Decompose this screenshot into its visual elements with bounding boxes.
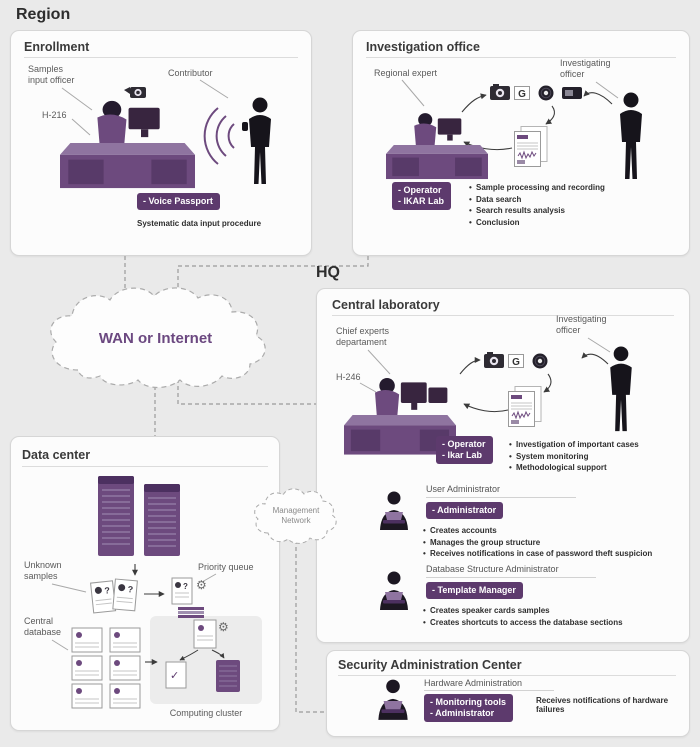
template-manager-badge: - Template Manager	[426, 582, 523, 599]
g-device-icon: G	[508, 354, 524, 368]
contributor-with-phone-illustration	[203, 97, 271, 184]
report-documents-icon	[514, 126, 548, 167]
region-title: Region	[16, 6, 71, 23]
disc-icon	[532, 353, 548, 369]
hq-title: HQ	[316, 264, 340, 281]
operator-ikar-badge: - Operator - IKAR Lab	[392, 182, 451, 210]
security-note: Receives notifications of hardware failu…	[536, 696, 669, 714]
management-cloud-label: Management Network	[272, 506, 320, 525]
investigating-officer-illustration	[620, 92, 642, 179]
recording-devices-icons: G	[490, 84, 582, 101]
investigation-title: Investigation office	[366, 40, 480, 54]
lab-investigating-officer-label: Investigating officer	[556, 314, 607, 335]
user-admin-bullet-list: Creates accounts Manages the group struc…	[422, 526, 678, 561]
svg-text:G: G	[518, 89, 526, 100]
bullet-item: Data search	[468, 195, 683, 206]
camera-device-icon	[484, 352, 504, 368]
security-panel	[326, 650, 690, 737]
bullet-item: Conclusion	[468, 218, 683, 229]
lab-devices-icons: G	[484, 352, 548, 369]
bullet-item: System monitoring	[508, 452, 683, 463]
central-lab-rule	[332, 315, 674, 316]
svg-text:?: ?	[104, 585, 111, 596]
regional-expert-desk-illustration	[386, 113, 488, 180]
central-lab-title: Central laboratory	[332, 298, 440, 312]
enrollment-caption: Systematic data input procedure	[137, 219, 262, 228]
camera-device-icon	[490, 84, 510, 100]
db-admin-title: Database Structure Administrator	[426, 564, 559, 574]
h246-label: H-246	[336, 372, 361, 382]
security-rule	[338, 675, 676, 676]
wan-cloud-label: WAN or Internet	[98, 330, 213, 347]
enrollment-rule	[24, 57, 298, 58]
hardware-admin-title: Hardware Administration	[424, 678, 523, 688]
lab-report-documents-icon	[508, 386, 542, 427]
bullet-item: Creates accounts	[422, 526, 678, 537]
db-admin-rule	[426, 577, 596, 578]
data-center-rule	[22, 466, 268, 467]
hardware-admin-illustration	[378, 679, 408, 720]
bullet-item: Creates shortcuts to access the database…	[422, 618, 678, 629]
camera-icon	[124, 87, 146, 98]
monitoring-tools-badge: - Monitoring tools - Administrator	[424, 694, 513, 722]
svg-text:?: ?	[127, 584, 133, 594]
priority-queue-label: Priority queue	[198, 562, 254, 572]
bullet-item: Creates speaker cards samples	[422, 606, 678, 617]
samples-input-officer-label: Samples input officer	[28, 64, 75, 85]
security-title: Security Administration Center	[338, 658, 522, 672]
central-database-cards-icon	[71, 627, 141, 709]
regional-expert-label: Regional expert	[374, 68, 438, 78]
db-admin-bullet-list: Creates speaker cards samples Creates sh…	[422, 606, 678, 629]
check-icon: ✓	[170, 670, 179, 682]
central-database-label: Central database	[24, 616, 62, 637]
contributor-label: Contributor	[168, 68, 213, 78]
priority-queue-icon: ? ⚙	[171, 577, 207, 618]
gear-icon: ⚙	[218, 620, 229, 634]
investigating-officer-label: Investigating officer	[560, 58, 611, 79]
bullet-item: Receives notifications in case of passwo…	[422, 549, 678, 560]
computing-cluster-label: Computing cluster	[169, 708, 243, 718]
h216-label: H-216	[42, 110, 67, 120]
administrator-badge: - Administrator	[426, 502, 504, 519]
lab-operator-badge: - Operator - Ikar Lab	[436, 436, 493, 464]
memory-card-icon	[562, 87, 582, 99]
db-admin-illustration	[380, 571, 408, 610]
gear-icon: ⚙	[196, 578, 207, 592]
operator-desk-illustration	[60, 100, 195, 189]
g-device-icon: G	[514, 86, 530, 100]
bullet-item: Manages the group structure	[422, 538, 678, 549]
svg-text:G: G	[512, 357, 520, 368]
unknown-samples-label: Unknown samples	[24, 560, 62, 581]
bullet-item: Investigation of important cases	[508, 440, 683, 451]
disc-icon	[538, 85, 554, 101]
chief-experts-label: Chief experts departament	[336, 326, 390, 347]
investigation-rule	[366, 57, 676, 58]
hardware-admin-rule	[424, 690, 554, 691]
user-admin-title: User Administrator	[426, 484, 501, 494]
bullet-item: Sample processing and recording	[468, 183, 683, 194]
voice-passport-badge: - Voice Passport	[137, 193, 220, 210]
bullet-item: Search results analysis	[468, 206, 683, 217]
data-center-title: Data center	[22, 448, 91, 462]
bullet-item: Methodological support	[508, 463, 683, 474]
lab-bullet-list: Investigation of important cases System …	[508, 440, 683, 475]
investigation-bullet-list: Sample processing and recording Data sea…	[468, 183, 683, 229]
unknown-samples-cards-icon: ? ?	[90, 578, 138, 614]
user-admin-illustration	[380, 491, 408, 530]
lab-investigating-officer-illustration	[610, 346, 632, 432]
computing-cluster-illustration: ⚙ ✓	[165, 619, 240, 692]
server-racks-illustration	[98, 476, 180, 556]
enrollment-title: Enrollment	[24, 40, 90, 54]
user-admin-rule	[426, 497, 576, 498]
svg-text:?: ?	[183, 582, 188, 591]
